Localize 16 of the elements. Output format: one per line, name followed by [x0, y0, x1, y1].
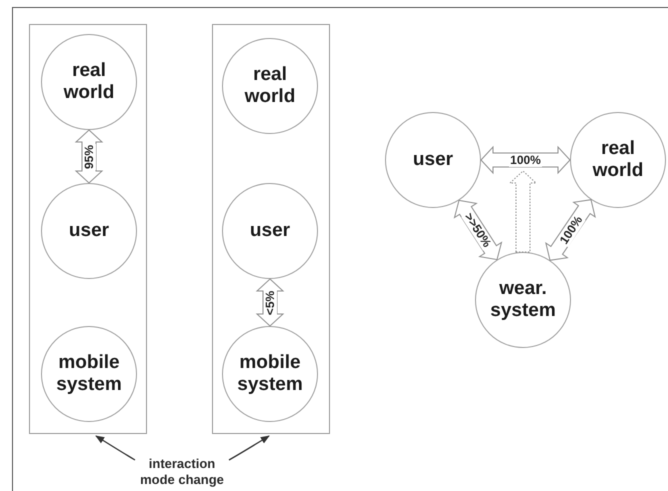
- node-label: real world: [62, 60, 116, 104]
- curved-arrow: [95, 435, 136, 461]
- node-label: user: [68, 220, 110, 242]
- node-label: user: [248, 220, 292, 242]
- node-label: real world: [244, 64, 296, 108]
- node-label: real world: [592, 138, 644, 182]
- node-label: mobile system: [55, 352, 123, 396]
- double-arrow: [508, 170, 538, 252]
- panel-box: [212, 24, 330, 434]
- node-label: mobile system: [236, 352, 304, 396]
- node-label: interaction mode change: [139, 456, 225, 488]
- node-label: user: [412, 149, 454, 171]
- node-label: wear. system: [489, 278, 557, 322]
- panel-box: [29, 24, 147, 434]
- edge-label: 100%: [509, 154, 542, 166]
- curved-arrow: [228, 435, 270, 461]
